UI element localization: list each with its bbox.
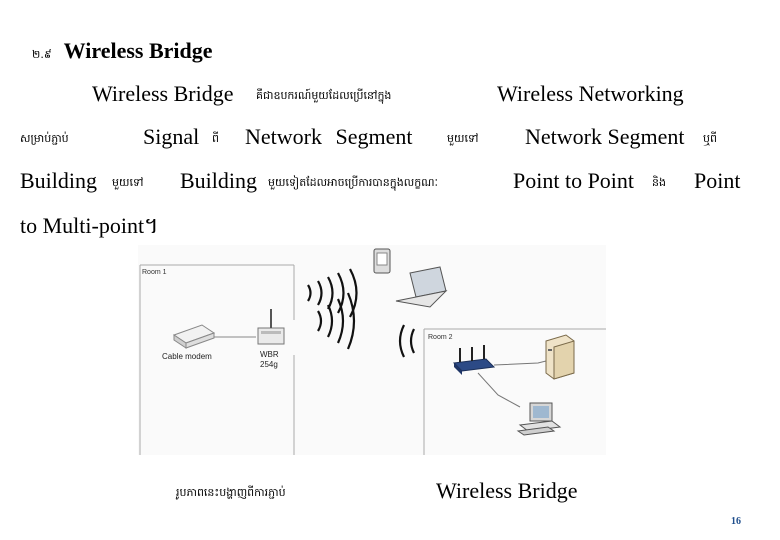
section-number: ២.៩	[32, 48, 52, 61]
laptop-icon	[395, 266, 448, 308]
wbr-model-label: 254g	[260, 360, 278, 369]
router-to-server-cable	[493, 360, 547, 366]
router-wave-icon	[398, 324, 415, 358]
wbr-wave-up-icon	[307, 268, 358, 318]
text-to-multipoint: to Multi-point។	[20, 213, 159, 238]
router-to-pc-cable	[477, 372, 521, 408]
room2-label: Room 2	[428, 334, 453, 341]
caption-wireless-bridge: Wireless Bridge	[436, 478, 578, 503]
text-building-2: Building	[180, 168, 258, 193]
text-network-segment-1: Network Segment	[245, 124, 413, 149]
section-heading: ២.៩ Wireless Bridge	[32, 38, 213, 64]
section-title: Wireless Bridge	[63, 38, 213, 63]
text-khmer-and: និង	[652, 176, 666, 189]
room1-wall	[139, 264, 295, 455]
text-khmer-connect: សម្រាប់ភ្ជាប់	[20, 132, 69, 145]
room1-label: Room 1	[142, 269, 167, 276]
text-khmer-to-2: មួយទៅ	[112, 176, 144, 189]
room2-wall	[423, 328, 606, 455]
text-point-to-point: Point to Point	[513, 168, 635, 193]
text-signal: Signal	[143, 124, 200, 149]
text-network-segment-2: Network Segment	[525, 124, 685, 149]
server-icon	[545, 334, 575, 380]
network-diagram-svg: Room 1 Room 2 Cable modem WBR 254g	[139, 248, 606, 455]
desktop-pc-icon	[516, 402, 562, 436]
text-khmer-definition: គឺជាឧបករណ៍មួយដែលប្រើនៅក្នុង	[256, 89, 392, 102]
network-diagram: Room 1 Room 2 Cable modem WBR 254g	[138, 245, 606, 455]
room2-router-icon	[452, 345, 496, 375]
text-khmer-from: ពី	[212, 132, 219, 145]
text-wireless-networking: Wireless Networking	[497, 81, 684, 106]
text-khmer-or-from: ឬពី	[703, 132, 717, 145]
text-khmer-another: មួយទៀតដែលអាចប្រើការបានក្នុងលក្ខណៈ	[268, 176, 438, 189]
page-number: 16	[731, 516, 741, 527]
text-khmer-to-1: មួយទៅ	[447, 132, 479, 145]
caption-khmer: រូបភាពនេះបង្ហាញពីការភ្ជាប់	[176, 486, 286, 499]
wbr-router-icon	[257, 309, 285, 345]
wbr-wave-right-icon	[317, 292, 356, 350]
cable-modem-icon	[172, 324, 216, 349]
pda-icon	[373, 248, 391, 274]
text-building-1: Building	[20, 168, 98, 193]
cable-modem-label: Cable modem	[162, 352, 212, 361]
text-point: Point	[694, 168, 741, 193]
wbr-label: WBR	[260, 350, 279, 359]
text-wireless-bridge: Wireless Bridge	[92, 81, 234, 106]
